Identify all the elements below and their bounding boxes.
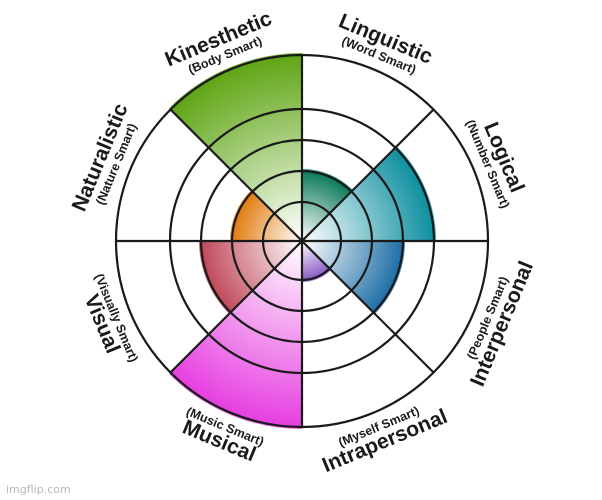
wedge-intrapersonal	[302, 241, 330, 280]
label-group-intrapersonal: Intrapersonal(Myself Smart)	[319, 404, 451, 477]
wedge-interpersonal	[302, 241, 403, 313]
watermark: imgflip.com	[6, 483, 71, 496]
wedge-visual	[200, 241, 302, 313]
label-group-interpersonal: Interpersonal(People Smart)	[464, 258, 538, 390]
grid-spoke-5	[169, 240, 303, 374]
grid-spoke-7	[169, 108, 303, 242]
label-group-naturalistic: Naturalistic(Nature Smart)	[68, 100, 140, 215]
label-group-visual: Visual(Visually Smart)	[80, 272, 141, 364]
wedge-linguistic	[302, 171, 352, 241]
label-group-linguistic: Linguistic(Word Smart)	[335, 10, 436, 77]
wedge-kinesthetic	[170, 55, 302, 241]
grid-spoke-1	[301, 108, 435, 242]
label-group-logical: Logical(Number Smart)	[463, 118, 528, 211]
grid-spoke-3	[301, 240, 435, 374]
wedge-musical	[170, 241, 302, 427]
wedge-naturalistic	[231, 191, 302, 241]
